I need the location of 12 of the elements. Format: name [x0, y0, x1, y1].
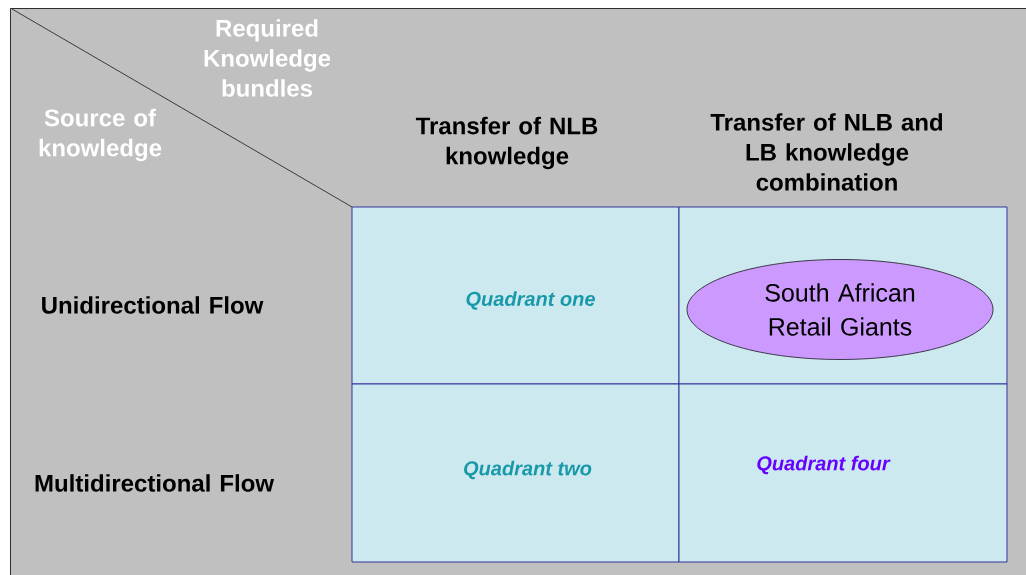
quadrant-cell [351, 383, 680, 563]
axis-heading: Required Knowledge bundles [204, 19, 331, 97]
quadrant-label: Quadrant two [464, 460, 592, 480]
quadrant-cell [351, 206, 680, 385]
quadrant-label: Quadrant one [466, 291, 595, 310]
column-heading: Transfer of NLB knowledge [415, 116, 598, 170]
quadrant-cell [678, 383, 1008, 563]
quadrant-label: Quadrant four [757, 455, 891, 475]
axis-heading: Source of knowledge [39, 108, 162, 162]
column-heading: Transfer of NLB and LB knowledge combination [710, 113, 943, 191]
row-heading: Unidirectional Flow [42, 296, 264, 314]
row-heading: Multidirectional Flow [35, 474, 275, 492]
